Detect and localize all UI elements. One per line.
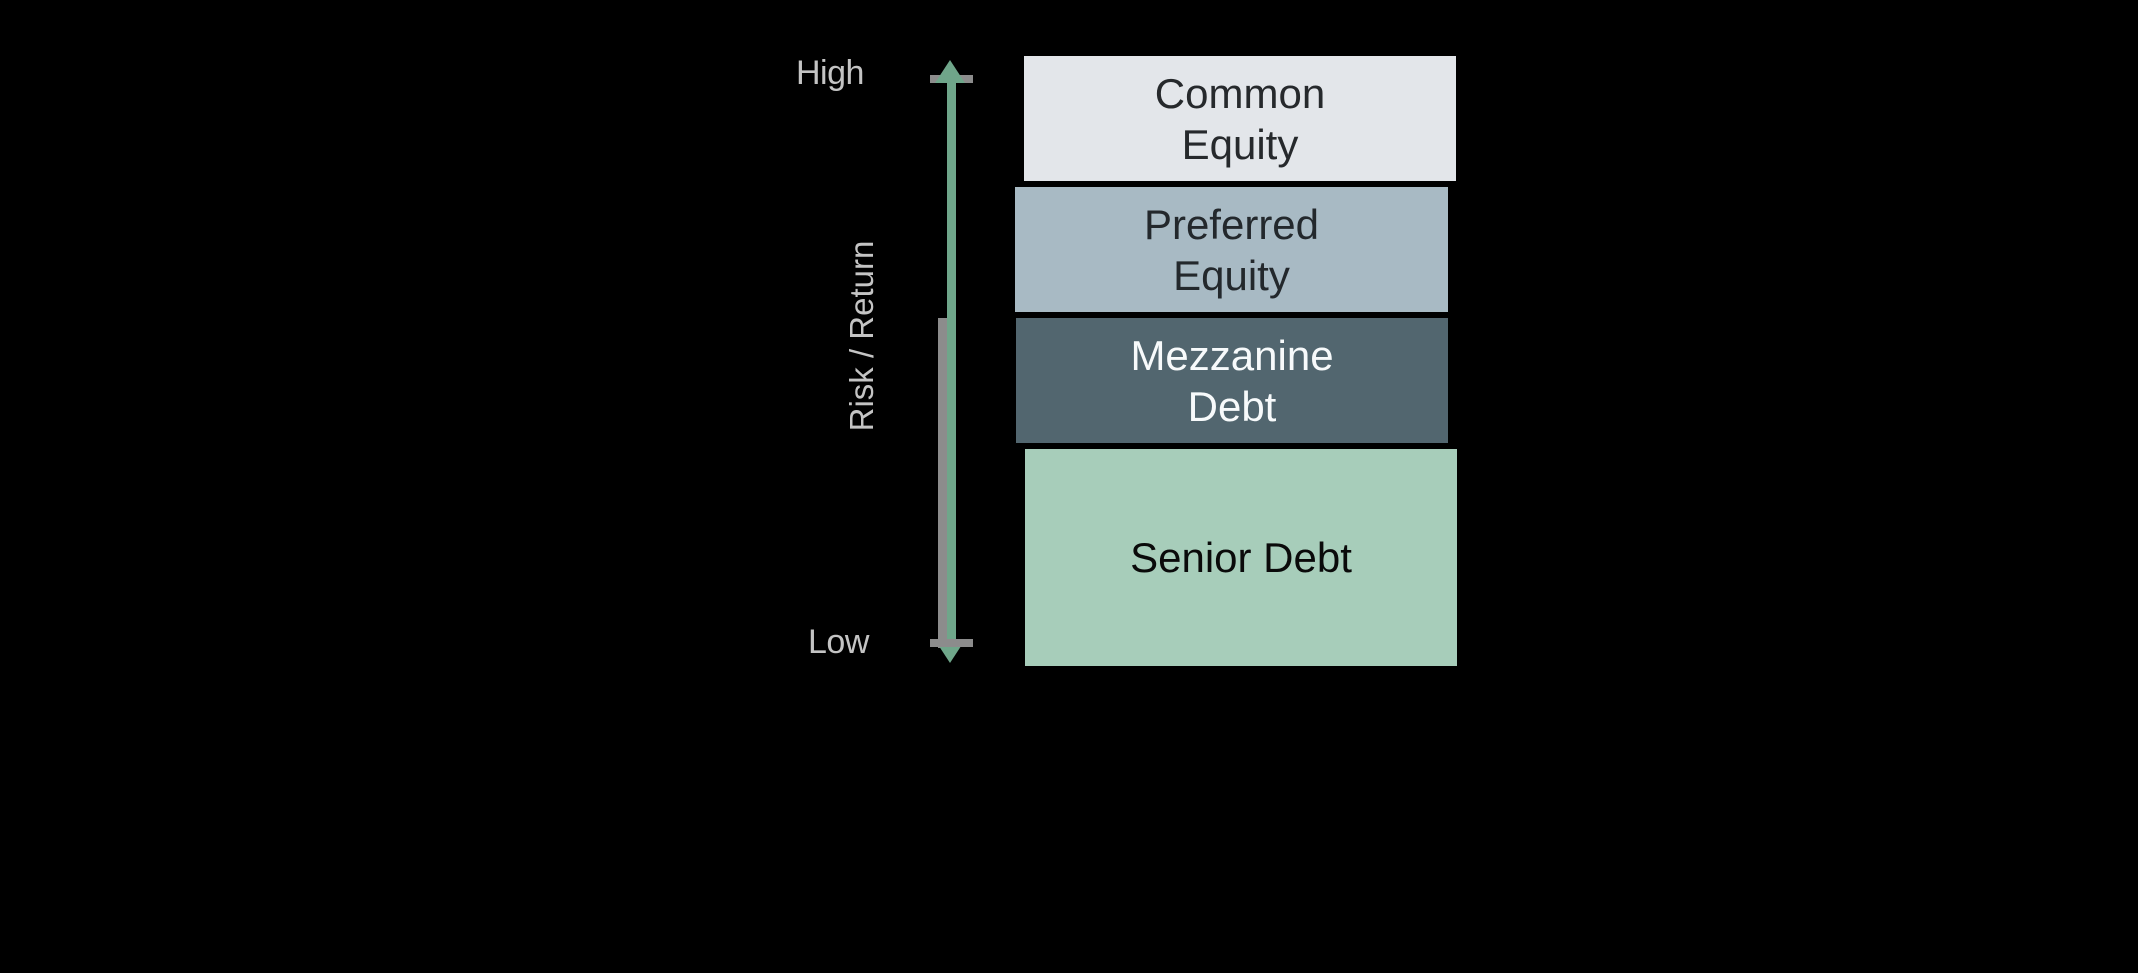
stack-layer-label: Senior Debt <box>1130 534 1352 581</box>
axis-label-high: High <box>796 54 864 92</box>
stack-layer-preferred-equity[interactable]: Preferred Equity <box>1015 187 1448 312</box>
axis-label-low: Low <box>808 623 869 661</box>
stack-layer-mezzanine-debt[interactable]: Mezzanine Debt <box>1016 318 1448 443</box>
stack-layer-label: Mezzanine Debt <box>1130 331 1334 430</box>
axis-tick-bottom <box>930 639 973 647</box>
axis-caption: Risk / Return <box>843 240 880 432</box>
stack-layer-common-equity[interactable]: Common Equity <box>1024 56 1456 181</box>
axis-secondary-rule <box>938 318 947 648</box>
stack-layer-senior-debt[interactable]: Senior Debt <box>1025 449 1457 666</box>
axis-shaft <box>947 74 956 652</box>
stack-layer-label: Preferred Equity <box>1143 200 1320 299</box>
stack-layer-label: Common Equity <box>1154 69 1326 168</box>
risk-return-axis: High Risk / Return Low <box>790 50 990 950</box>
arrow-up-icon <box>935 60 965 83</box>
